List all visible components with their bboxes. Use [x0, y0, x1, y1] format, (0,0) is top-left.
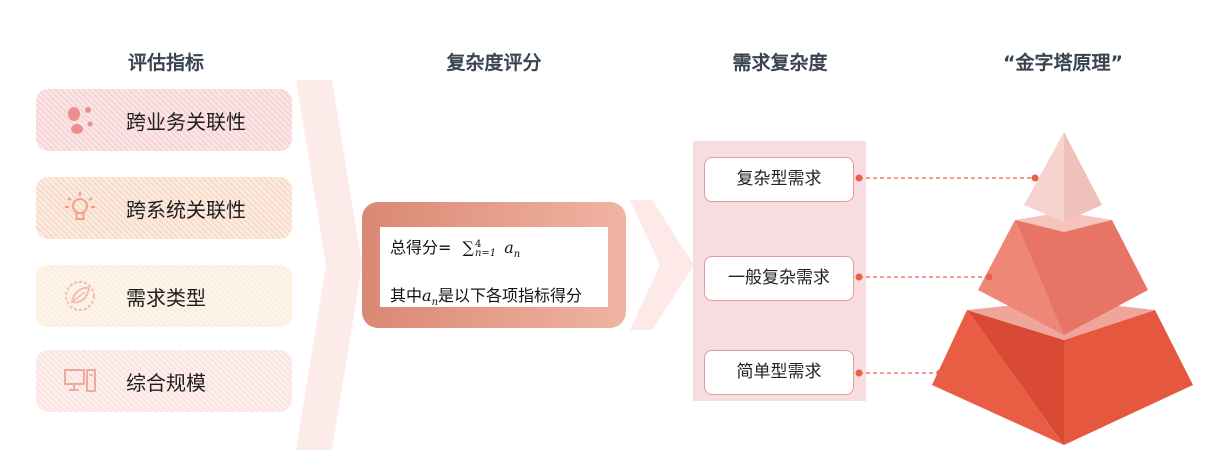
header-score: 复杂度评分 [446, 52, 542, 74]
note-var-subscript: n [431, 297, 439, 309]
connector-dot [855, 369, 863, 377]
computer-icon [64, 369, 96, 392]
metric-label: 跨系统关联性 [126, 197, 246, 222]
pyramid-tier-middle-right [1015, 220, 1148, 335]
lightbulb-icon [65, 192, 95, 220]
sum-upper: 4 [474, 238, 482, 250]
pyramid-tier-bottom-left [932, 310, 1064, 445]
metric-cross-system: 跨系统关联性 [36, 177, 292, 239]
header-metrics: 评估指标 [127, 52, 204, 74]
pyramid-tier-middle-top [1015, 212, 1112, 232]
flow-arrow-2 [630, 200, 694, 330]
metric-overall-scale: 综合规模 [36, 350, 292, 412]
sum-lower: n=1 [474, 247, 497, 259]
metric-label: 需求类型 [126, 285, 206, 310]
connector-dot [1031, 174, 1039, 182]
note-var: a [422, 286, 432, 305]
flow-arrow-1 [296, 80, 362, 450]
sum-term-subscript: n [513, 249, 521, 261]
metric-requirement-type: 需求类型 [36, 265, 292, 327]
header-complexity: 需求复杂度 [732, 52, 828, 74]
total-score-label: 总得分= [390, 238, 452, 257]
pyramid-tier-bottom-right [1064, 310, 1193, 445]
metric-label: 跨业务关联性 [126, 109, 246, 134]
requirement-simple: 简单型需求 [704, 350, 854, 395]
header-pyramid: “金字塔原理” [1003, 52, 1123, 74]
connector-dot [855, 273, 863, 281]
note-prefix: 其中 [390, 286, 423, 305]
pyramid-tier-middle-left [978, 220, 1064, 335]
requirement-moderate: 一般复杂需求 [704, 256, 854, 301]
leaf-badge-icon [65, 281, 95, 311]
pyramid-tier-top-left [1024, 132, 1064, 222]
sum-symbol: ∑ [462, 238, 474, 257]
connector-dot [855, 174, 863, 182]
pyramid-tier-top-right [1064, 132, 1102, 222]
requirement-complex: 复杂型需求 [704, 157, 854, 202]
connector-dot [936, 369, 944, 377]
sum-term: a [504, 238, 514, 257]
metric-label: 综合规模 [126, 370, 206, 395]
note-suffix: 是以下各项指标得分 [438, 286, 583, 305]
score-note: 其中an是以下各项指标得分 [390, 282, 582, 308]
metric-cross-business: 跨业务关联性 [36, 89, 292, 151]
requirement-panel: 复杂型需求 一般复杂需求 简单型需求 [693, 141, 866, 401]
bubbles-icon [68, 107, 93, 134]
connector-dot [985, 273, 993, 281]
